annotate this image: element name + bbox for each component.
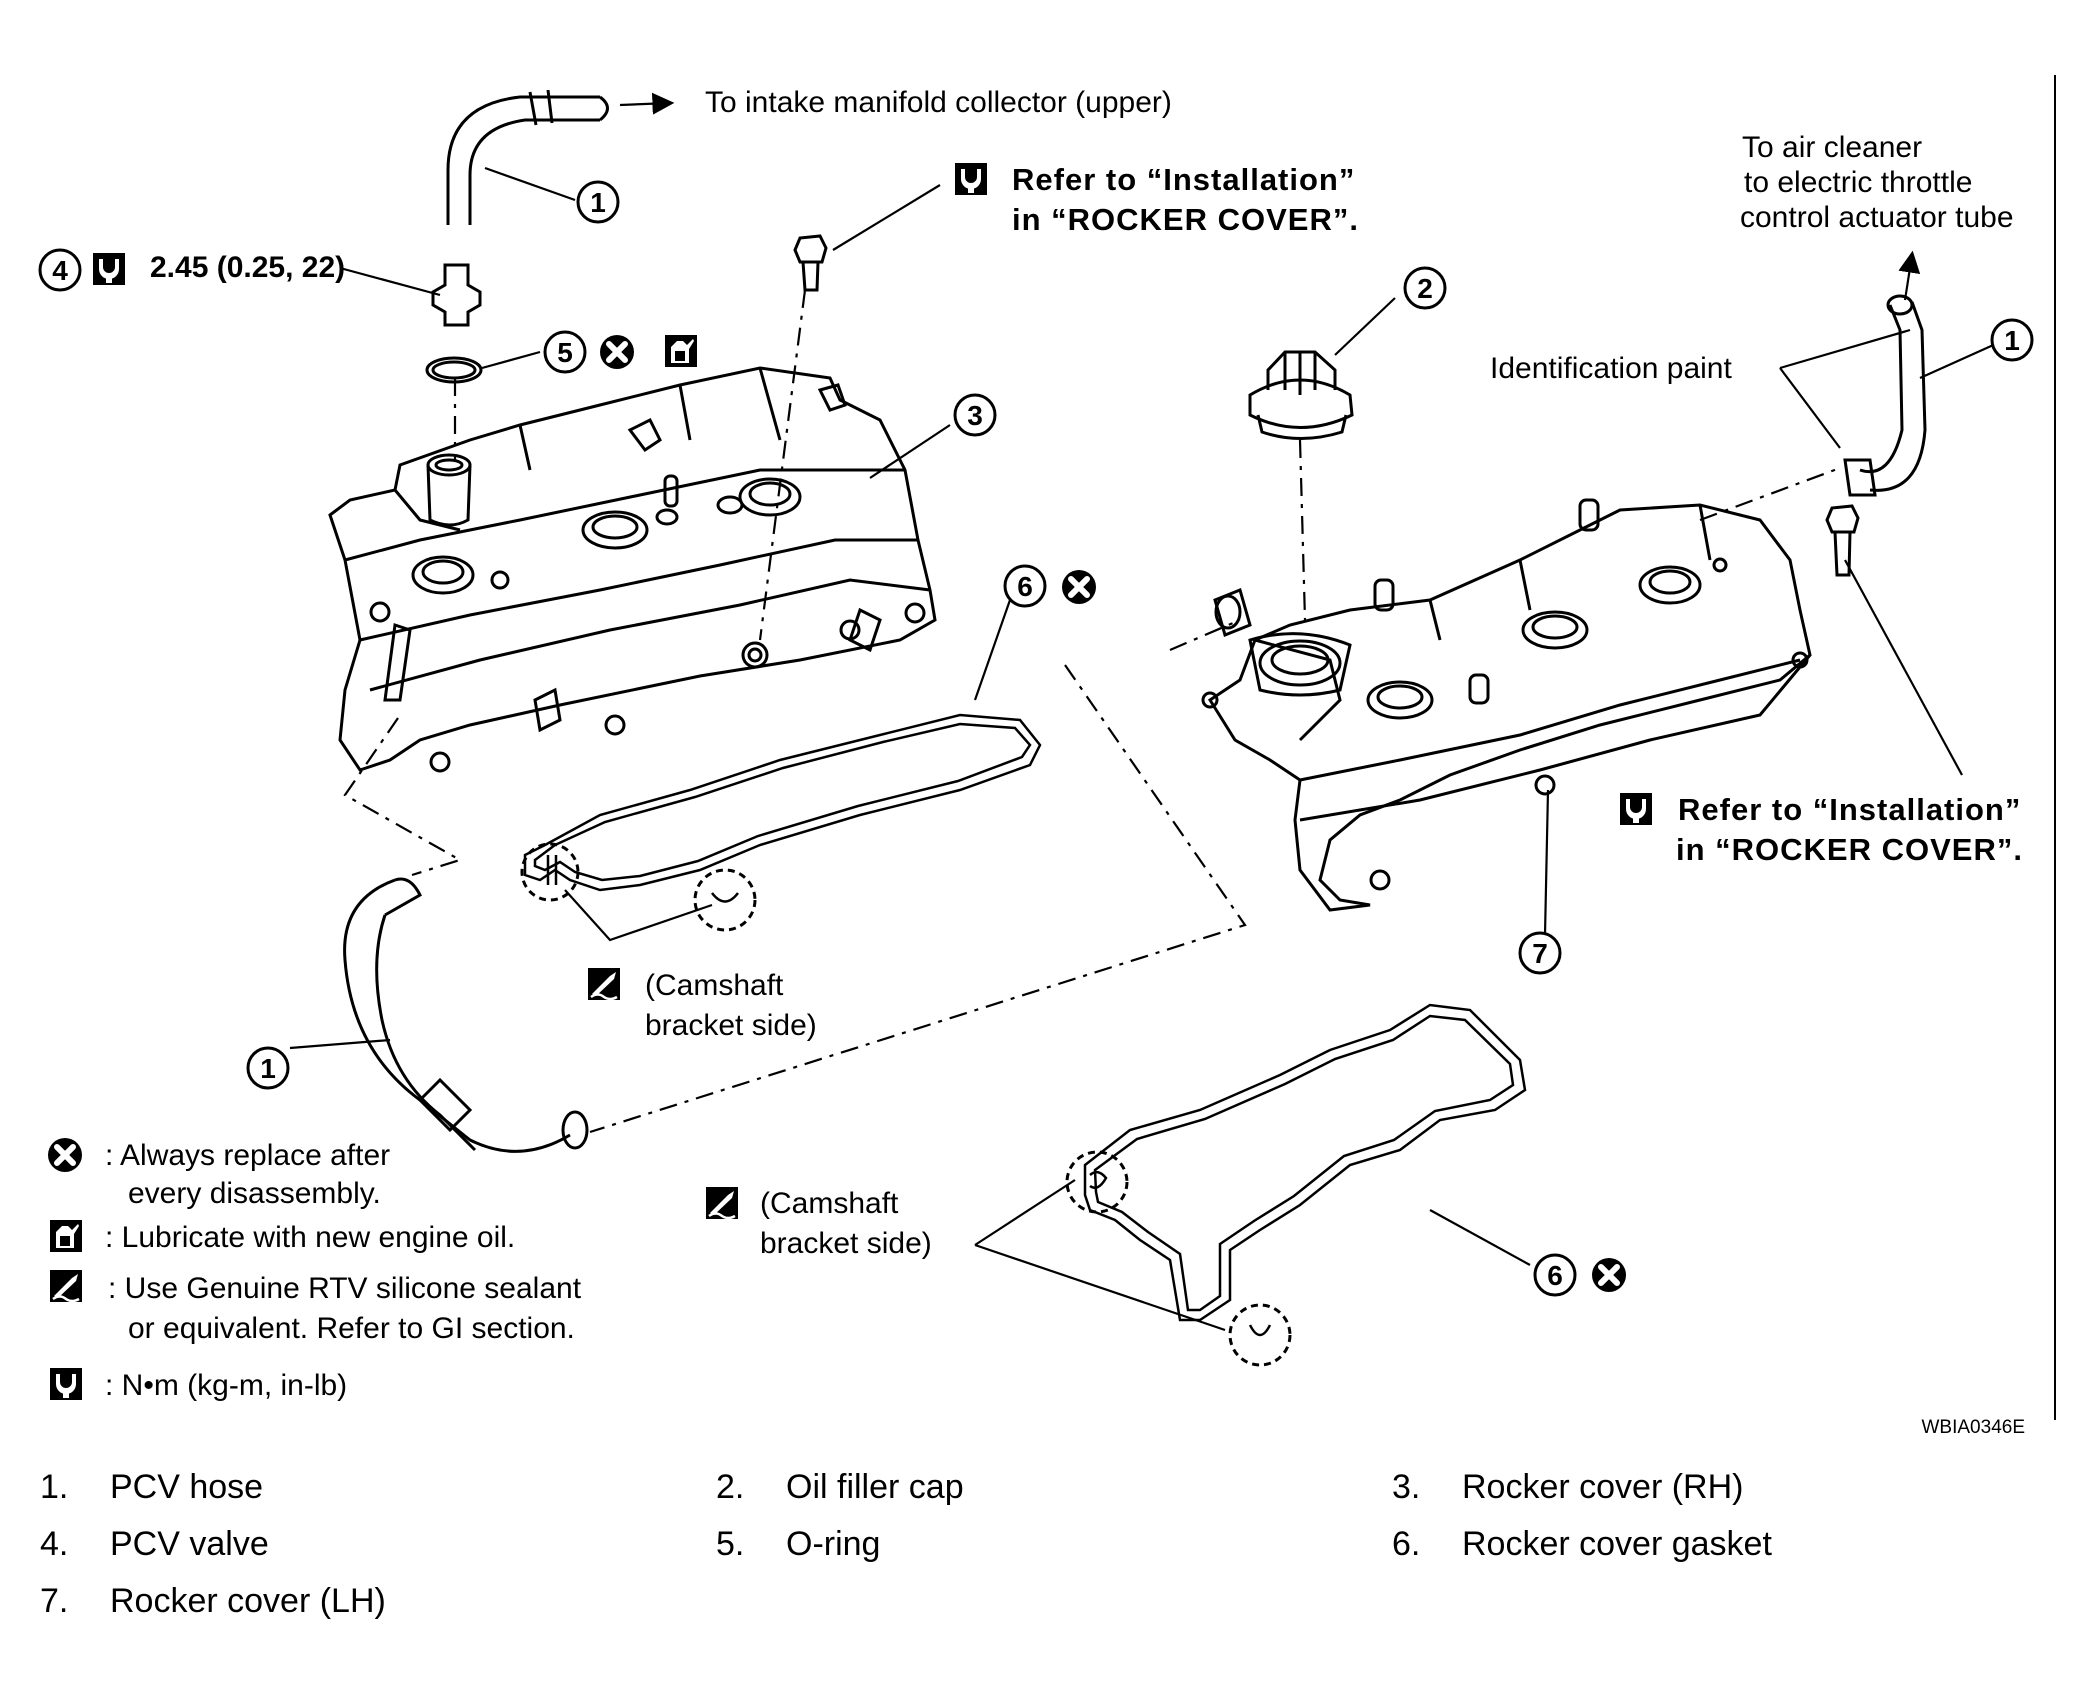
refer-installation-left-line1: Refer to “Installation” [1012, 162, 1355, 197]
sealant-tube-icon [704, 1185, 740, 1221]
legend-replace-line1: : Always replace after [105, 1139, 390, 1172]
part-number: 3. [1392, 1468, 1421, 1506]
figure-id: WBIA0346E [1922, 1417, 2026, 1438]
part-number: 1. [40, 1468, 69, 1506]
part-callout-1-top: 1 [576, 180, 620, 224]
part-name: Rocker cover (LH) [110, 1582, 386, 1620]
legend-sealant-line2: or equivalent. Refer to GI section. [128, 1312, 575, 1345]
callout-number: 2 [1417, 273, 1433, 304]
torque-wrench-icon [955, 163, 987, 195]
parts-list: 1. PCV hose 2. Oil filler cap 3. Rocker … [40, 1468, 2040, 1639]
part-number: 2. [716, 1468, 745, 1506]
camshaft-label-1-line2: bracket side) [645, 1009, 817, 1042]
part-name: O-ring [786, 1525, 881, 1563]
pcv-valve [431, 263, 482, 327]
parts-list-row: 7. Rocker cover (LH) [40, 1582, 2040, 1639]
sealant-tube-icon [48, 1268, 84, 1304]
rocker-cover-gasket-rh [523, 713, 1042, 892]
symbol-legend: : Always replace after every disassembly… [48, 1138, 582, 1402]
oil-can-icon [50, 1220, 82, 1252]
rocker-cover-gasket-lh [1083, 1003, 1527, 1322]
rocker-cover-bolt-right [1825, 504, 1860, 577]
part-callout-1-right: 1 [1990, 318, 2034, 362]
torque-wrench-icon [1620, 793, 1652, 825]
pcv-hose-right [1843, 294, 1927, 497]
air-cleaner-label-line1: To air cleaner [1742, 131, 1922, 164]
callout-number: 1 [2004, 325, 2020, 356]
parts-list-row: 4. PCV valve 5. O-ring 6. Rocker cover g… [40, 1525, 2040, 1582]
part-callout-2: 2 [1403, 266, 1447, 310]
part-number: 4. [40, 1525, 69, 1563]
part-name: Oil filler cap [786, 1468, 964, 1506]
sealant-tube-icon [586, 966, 622, 1002]
replace-x-icon [48, 1138, 82, 1172]
replace-x-icon [1592, 1258, 1626, 1292]
part-number: 5. [716, 1525, 745, 1563]
part-name: Rocker cover gasket [1462, 1525, 1772, 1563]
legend-lubricate: : Lubricate with new engine oil. [105, 1221, 515, 1254]
legend-sealant-line1: : Use Genuine RTV silicone sealant [108, 1272, 582, 1305]
oil-filler-cap [1248, 350, 1354, 440]
part-number: 7. [40, 1582, 69, 1620]
leader-lines [289, 92, 2001, 1332]
rocker-cover-bolt-left [793, 234, 828, 292]
air-cleaner-label-line3: control actuator tube [1740, 201, 2014, 234]
callout-number: 7 [1532, 938, 1548, 969]
callout-number: 6 [1017, 571, 1033, 602]
part-callout-7: 7 [1518, 931, 1562, 975]
callout-number: 4 [52, 255, 68, 286]
replace-x-icon [600, 335, 634, 369]
refer-installation-right-line1: Refer to “Installation” [1678, 792, 2021, 827]
camshaft-label-1-line1: (Camshaft [645, 969, 784, 1002]
replace-x-icon [1062, 570, 1096, 604]
part-name: Rocker cover (RH) [1462, 1468, 1744, 1506]
torque-wrench-icon [93, 253, 125, 285]
part-name: PCV hose [110, 1468, 264, 1506]
part-name: PCV valve [110, 1525, 269, 1563]
rocker-cover-rh-drawing [328, 366, 937, 773]
callout-number: 6 [1547, 1260, 1563, 1291]
refer-installation-left-line2: in “ROCKER COVER”. [1012, 202, 1359, 237]
callout-number: 3 [967, 400, 983, 431]
oil-can-icon [665, 335, 697, 367]
identification-paint-label: Identification paint [1490, 352, 1732, 385]
torque-value-label: 2.45 (0.25, 22) [150, 251, 345, 284]
refer-installation-right-line2: in “ROCKER COVER”. [1676, 832, 2023, 867]
part-callout-6-bottom: 6 [1533, 1253, 1577, 1297]
legend-torque-unit: : N•m (kg-m, in-lb) [105, 1369, 347, 1402]
part-number: 6. [1392, 1525, 1421, 1563]
legend-replace-line2: every disassembly. [128, 1177, 381, 1210]
part-callout-1-bottom: 1 [246, 1046, 290, 1090]
part-callout-3: 3 [953, 393, 997, 437]
camshaft-label-2-line2: bracket side) [760, 1227, 932, 1260]
camshaft-detail-marks [546, 855, 1272, 1337]
rocker-cover-lh-drawing [1201, 498, 1812, 912]
part-callout-4: 4 [38, 248, 82, 292]
to-intake-label: To intake manifold collector (upper) [705, 86, 1172, 119]
torque-wrench-icon [50, 1368, 82, 1400]
callout-number: 1 [260, 1053, 276, 1084]
camshaft-bracket-circles [520, 842, 1292, 1367]
callout-number: 5 [557, 337, 573, 368]
camshaft-label-2-line1: (Camshaft [760, 1187, 899, 1220]
pcv-hose-top [446, 89, 609, 225]
callout-number: 1 [590, 187, 606, 218]
air-cleaner-label-line2: to electric throttle [1744, 166, 1972, 199]
parts-list-row: 1. PCV hose 2. Oil filler cap 3. Rocker … [40, 1468, 2040, 1525]
part-callout-6-top: 6 [1003, 564, 1047, 608]
part-callout-5: 5 [543, 330, 587, 374]
pcv-hose-bottom [343, 877, 589, 1153]
